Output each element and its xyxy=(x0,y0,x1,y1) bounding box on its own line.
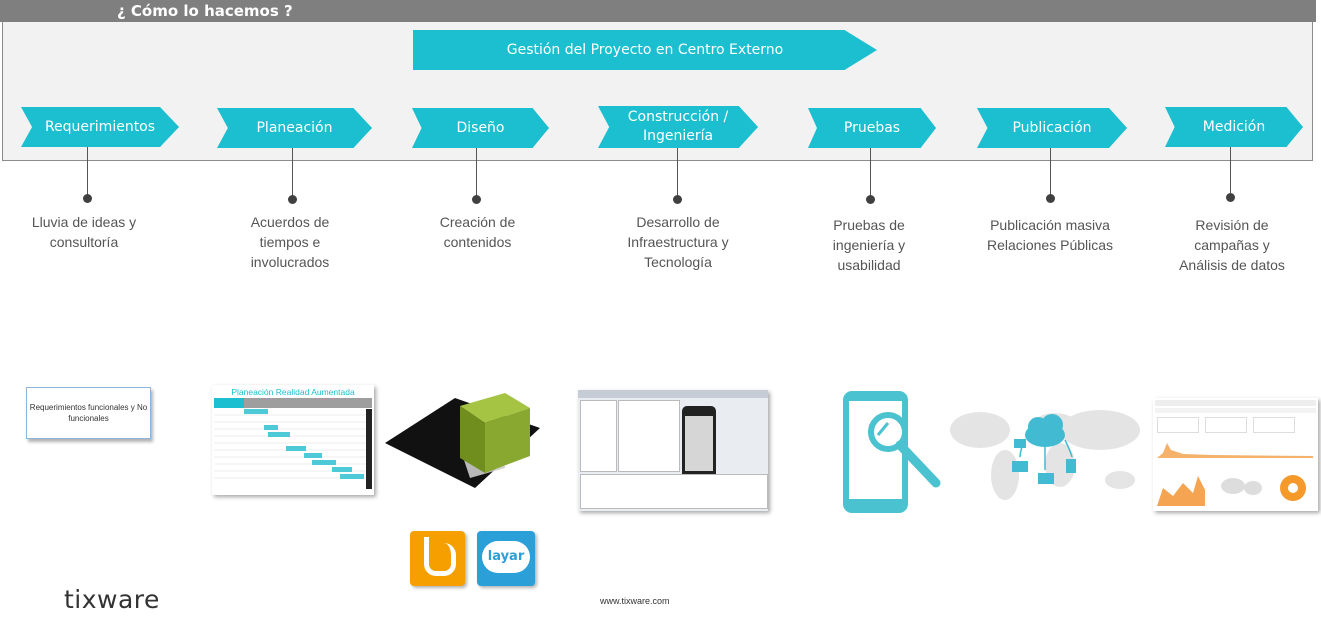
page-title: ¿ Cómo lo hacemos ? xyxy=(117,2,293,20)
requirements-note: Requerimientos funcionales y No funciona… xyxy=(26,387,151,439)
title-bar: ¿ Cómo lo hacemos ? xyxy=(0,0,1316,22)
b-app-icon xyxy=(410,531,465,586)
connector-line xyxy=(677,148,678,198)
connector-line xyxy=(1230,147,1231,196)
step-description: Creación de contenidos xyxy=(439,214,516,250)
step-medicion: Medición xyxy=(1165,107,1303,147)
step-construccion: Construcción / Ingeniería xyxy=(598,106,758,148)
connector-dot xyxy=(83,194,92,203)
step-description: Lluvia de ideas y consultoría xyxy=(31,214,137,250)
step-description: Desarrollo de Infraestructura y Tecnolog… xyxy=(627,214,729,270)
ide-screenshot-thumbnail xyxy=(578,390,768,511)
step-description: Pruebas de ingeniería y usabilidad xyxy=(832,217,906,273)
phone-preview-icon xyxy=(682,406,716,486)
step-requerimientos: Requerimientos xyxy=(21,107,179,147)
gantt-grid xyxy=(214,398,372,489)
connector-dot xyxy=(1226,193,1235,202)
step-description: Publicación masiva Relaciones Públicas xyxy=(986,217,1114,253)
phone-search-icon xyxy=(843,391,941,513)
step-description: Acuerdos de tiempos e involucrados xyxy=(250,214,330,270)
connector-line xyxy=(87,147,88,197)
step-pruebas: Pruebas xyxy=(808,108,936,148)
step-construccion-label: Construcción / Ingeniería xyxy=(627,109,729,144)
requirements-note-text: Requerimientos funcionales y No funciona… xyxy=(29,403,148,423)
3d-cube-icon xyxy=(385,393,540,488)
analytics-dashboard-thumbnail xyxy=(1153,398,1318,511)
connector-dot xyxy=(866,195,875,204)
planning-gantt-title: Planeación Realidad Aumentada xyxy=(231,387,355,397)
connector-line xyxy=(870,148,871,198)
connector-line xyxy=(1050,148,1051,196)
connector-line xyxy=(476,148,477,198)
step-description: Revisión de campañas y Análisis de datos xyxy=(1179,217,1285,273)
footer-url[interactable]: www.tixware.com xyxy=(600,596,670,606)
connector-dot xyxy=(673,195,682,204)
planning-gantt-thumbnail: Planeación Realidad Aumentada xyxy=(212,385,374,495)
connector-line xyxy=(292,148,293,198)
layar-app-icon: layar xyxy=(477,531,535,586)
connector-dot xyxy=(288,195,297,204)
world-map-cloud-icon xyxy=(950,410,1140,500)
analytics-chart xyxy=(1157,443,1313,506)
connector-dot xyxy=(1046,194,1055,203)
step-diseno: Diseño xyxy=(412,108,549,148)
connector-dot xyxy=(472,195,481,204)
banner-arrow: Gestión del Proyecto en Centro Externo xyxy=(413,30,877,70)
step-publicacion: Publicación xyxy=(977,108,1127,148)
step-planeacion: Planeación xyxy=(217,108,372,148)
tixware-logo: tixware xyxy=(64,585,160,614)
